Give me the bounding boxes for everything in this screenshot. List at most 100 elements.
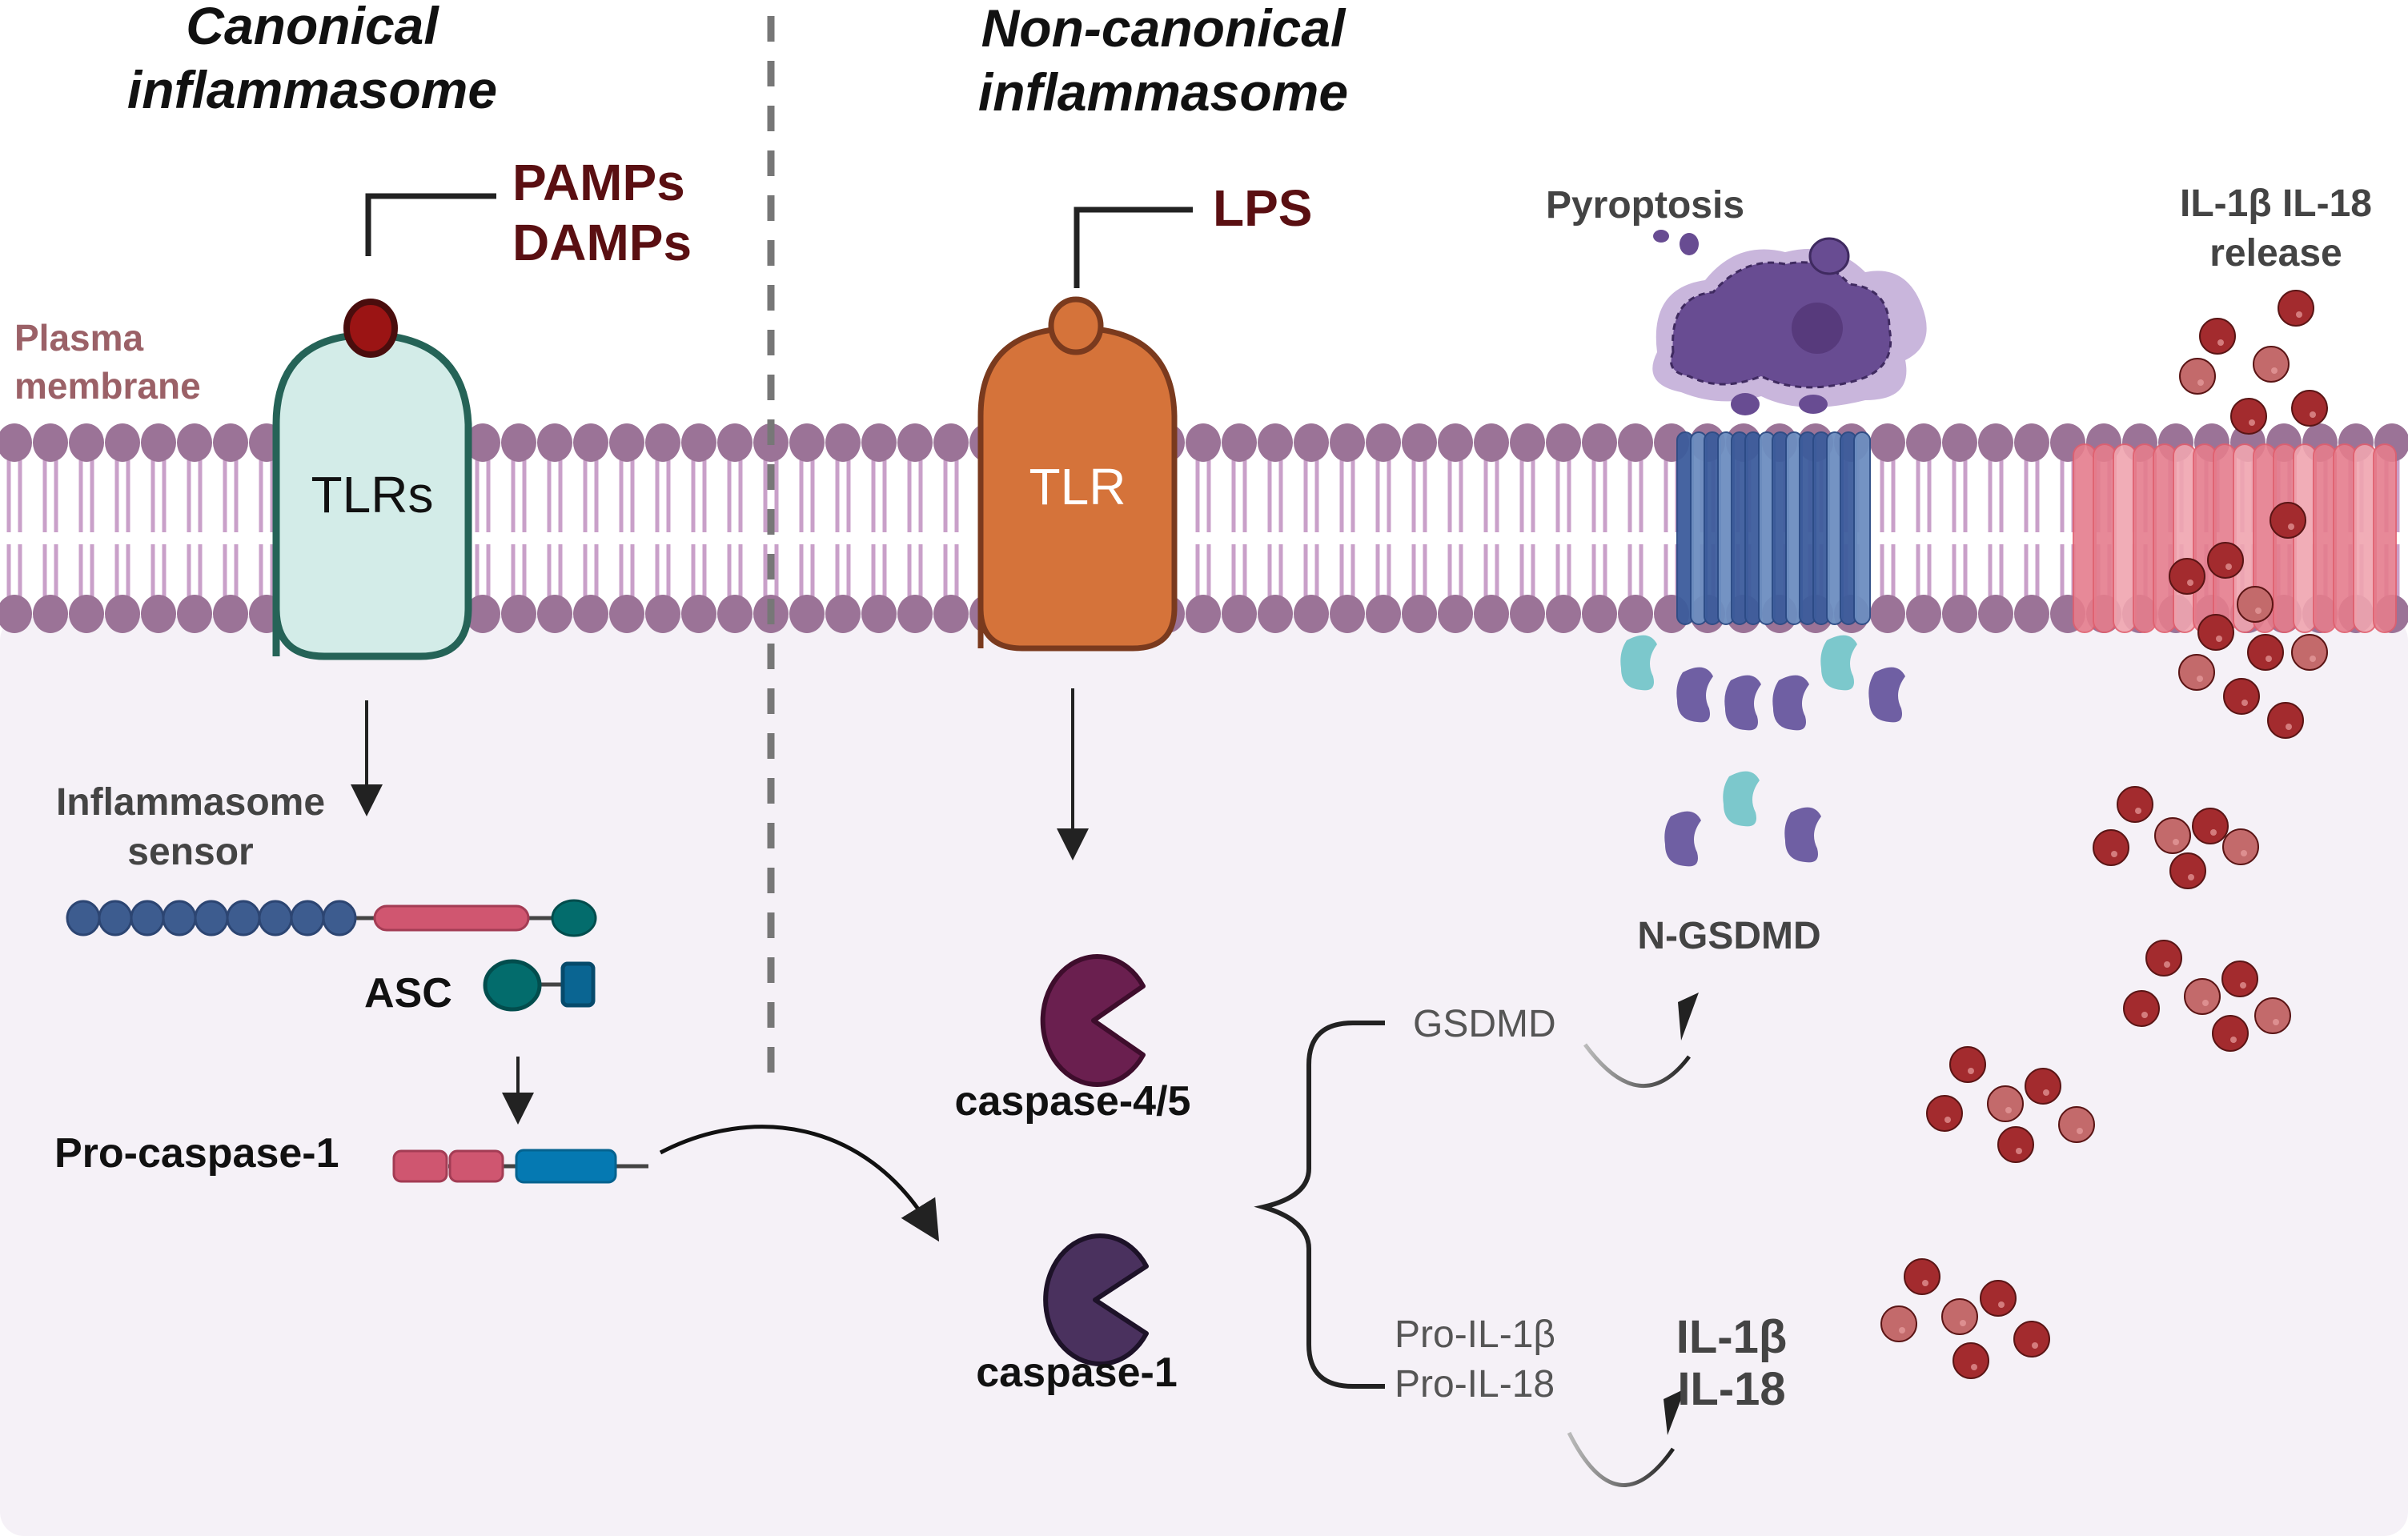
n-gsdmd-label: N-GSDMD bbox=[1637, 915, 1820, 957]
lipid-head bbox=[1942, 423, 1977, 462]
lipid-head bbox=[1294, 595, 1329, 633]
lipid-head bbox=[789, 423, 825, 462]
tlr-receptor: TLR bbox=[977, 296, 1178, 652]
lipid-head bbox=[465, 423, 500, 462]
lipid-head bbox=[789, 595, 825, 633]
cytokine-highlight bbox=[1899, 1327, 1905, 1333]
cytokine-highlight bbox=[2141, 1012, 2148, 1018]
cytokine-highlight bbox=[2032, 1342, 2038, 1349]
cytokine-highlight bbox=[2077, 1128, 2083, 1134]
cytokine-highlight bbox=[2173, 839, 2179, 845]
cytokine-particle bbox=[1949, 1046, 1986, 1083]
canonical-title-line1: Canonical bbox=[186, 0, 439, 55]
pamp-ligand-ball bbox=[343, 299, 398, 358]
lrr-domain bbox=[162, 900, 197, 936]
cytokine-highlight bbox=[2273, 1019, 2279, 1025]
cytokine-particle bbox=[2169, 558, 2205, 595]
cytokine-highlight bbox=[1998, 1301, 2005, 1308]
cytokine-particle bbox=[2267, 702, 2304, 739]
n-gsdmd-fragment bbox=[1664, 811, 1701, 867]
lipid-head bbox=[0, 595, 32, 633]
pore-subunit bbox=[2373, 443, 2397, 633]
pore-subunit bbox=[2333, 443, 2357, 633]
lipid-head bbox=[609, 423, 644, 462]
pore-subunit bbox=[2193, 443, 2217, 633]
il1b-label: IL-1β bbox=[1676, 1311, 1788, 1363]
cytokine-highlight bbox=[2286, 724, 2292, 730]
noncanonical-title-line1: Non-canonical bbox=[981, 0, 1346, 58]
lrr-domain bbox=[258, 900, 293, 936]
pro-il18-label: Pro-IL-18 bbox=[1395, 1363, 1555, 1406]
pore-subunit bbox=[2213, 443, 2237, 633]
lipid-head bbox=[213, 595, 248, 633]
noncanonical-title-line2: inflammasome bbox=[978, 62, 1348, 122]
gsdmd-c-fragment bbox=[1723, 771, 1760, 827]
cytokine-particle bbox=[1941, 1298, 1978, 1335]
lipid-head bbox=[2014, 595, 2049, 633]
gsdmd-pore bbox=[1676, 431, 1871, 625]
cytokine-highlight bbox=[2310, 411, 2316, 418]
cytokine-highlight bbox=[2241, 850, 2247, 856]
cytokine-particle bbox=[2223, 678, 2260, 715]
cytokine-particle bbox=[2254, 997, 2291, 1034]
plasma-membrane bbox=[0, 423, 2408, 633]
cytokine-particle bbox=[2291, 634, 2328, 671]
gsdmd-cleavage-arrow bbox=[1583, 1043, 1691, 1088]
pore-subunit bbox=[2153, 443, 2177, 633]
cytokine-particle bbox=[2145, 940, 2182, 977]
cytokine-highlight bbox=[2249, 419, 2255, 426]
lipid-head bbox=[1870, 595, 1905, 633]
tlrs-label: TLRs bbox=[311, 466, 434, 523]
lipid-head bbox=[645, 423, 680, 462]
lps-label: LPS bbox=[1213, 179, 1312, 237]
lipid-head bbox=[645, 595, 680, 633]
lipid-head bbox=[1366, 423, 1401, 462]
lipid-head bbox=[717, 423, 752, 462]
cytokine-highlight bbox=[1960, 1320, 1966, 1326]
cytokine-particle bbox=[2291, 390, 2328, 427]
n-gsdmd-fragments bbox=[1620, 635, 1905, 867]
lipid-head bbox=[501, 423, 536, 462]
cytokine-particle bbox=[2197, 614, 2234, 651]
lipid-head bbox=[177, 423, 212, 462]
lipid-head bbox=[933, 595, 969, 633]
lipid-head bbox=[897, 595, 933, 633]
lipid-head bbox=[1906, 423, 1941, 462]
lipid-head bbox=[1510, 423, 1545, 462]
lipid-head bbox=[537, 423, 572, 462]
gsdmd-subunit bbox=[1853, 431, 1871, 625]
cytokine-highlight bbox=[2188, 874, 2194, 880]
lipid-head bbox=[1438, 423, 1473, 462]
lipid-head bbox=[105, 423, 140, 462]
lipid-head bbox=[465, 595, 500, 633]
cytokine-highlight bbox=[2187, 580, 2193, 586]
n-gsdmd-fragment bbox=[1772, 675, 1809, 731]
cytokine-particle bbox=[2184, 978, 2221, 1015]
pyroptotic-cell-icon bbox=[1652, 230, 1927, 415]
cytokine-particle bbox=[2230, 398, 2267, 435]
lipid-head bbox=[1222, 423, 1257, 462]
cytokine-highlight bbox=[2266, 656, 2272, 662]
membrane-label-line1: Plasma bbox=[14, 317, 144, 359]
tlrs-receptor: TLRs bbox=[272, 299, 472, 660]
cytokine-highlight bbox=[1944, 1117, 1951, 1123]
lipid-head bbox=[1474, 595, 1509, 633]
cytokine-highlight bbox=[2296, 311, 2302, 318]
cytokine-particle bbox=[2207, 542, 2244, 579]
cytokine-particle bbox=[2247, 634, 2284, 671]
lipid-head bbox=[501, 595, 536, 633]
lipid-head bbox=[177, 595, 212, 633]
nacht-domain bbox=[373, 904, 530, 932]
lps-binding-site bbox=[1048, 296, 1104, 355]
damps-label: DAMPs bbox=[512, 214, 692, 271]
inflammasome-sensor-protein bbox=[66, 899, 597, 937]
caspase-4-5-label: caspase-4/5 bbox=[955, 1078, 1191, 1125]
pyroptosis-label: Pyroptosis bbox=[1546, 184, 1744, 227]
lipid-head bbox=[141, 595, 176, 633]
lipid-head bbox=[1330, 423, 1365, 462]
release-label-line1: IL-1β IL-18 bbox=[2180, 182, 2372, 225]
cytokine-highlight bbox=[2240, 982, 2246, 989]
cytokine-particle bbox=[2169, 852, 2206, 889]
lipid-head bbox=[1546, 423, 1581, 462]
